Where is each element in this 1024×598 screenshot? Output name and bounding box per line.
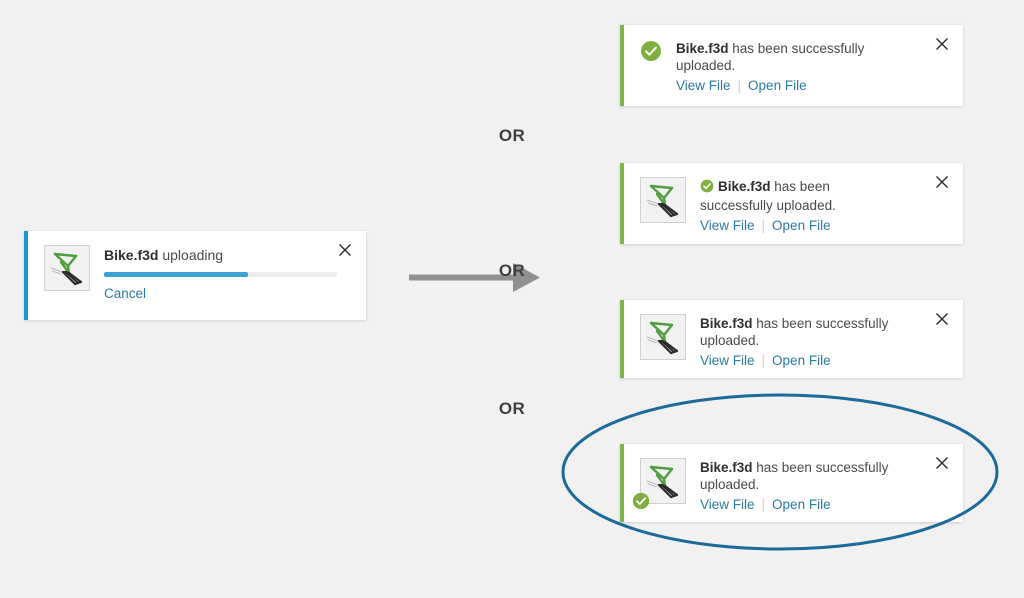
success-content: Bike.f3d has been successfully uploaded.…: [700, 314, 949, 369]
success-links: View File | Open File: [700, 217, 949, 234]
check-circle-icon: [700, 179, 714, 197]
open-file-link[interactable]: Open File: [772, 218, 831, 233]
link-separator: |: [737, 78, 742, 93]
close-icon[interactable]: [933, 173, 951, 191]
toast-accent-bar: [620, 25, 624, 106]
link-separator: |: [761, 353, 766, 368]
success-toast-big-check: Bike.f3d has been successfully uploaded.…: [620, 25, 963, 106]
close-icon[interactable]: [933, 454, 951, 472]
success-toast-body: Bike.f3d has been successfully uploaded.…: [624, 163, 963, 244]
bike-thumbnail-icon: [640, 314, 686, 360]
view-file-link[interactable]: View File: [676, 78, 731, 93]
uploading-content: Bike.f3d uploading Cancel: [104, 245, 352, 302]
cancel-upload-link[interactable]: Cancel: [104, 286, 147, 301]
or-separator-1: OR: [0, 126, 1024, 146]
or-label-text: OR: [498, 399, 526, 418]
toast-accent-bar: [620, 300, 624, 378]
or-separator-3: OR: [0, 399, 1024, 419]
or-separator-2: OR: [0, 261, 1024, 281]
open-file-link[interactable]: Open File: [748, 78, 807, 93]
success-message-text: has been successfully uploaded.: [700, 179, 836, 213]
view-file-link[interactable]: View File: [700, 218, 755, 233]
success-message: Bike.f3d has been successfully uploaded.: [700, 178, 905, 214]
or-label-text: OR: [498, 261, 526, 280]
uploading-file-name: Bike.f3d: [104, 247, 159, 263]
uploading-toast: Bike.f3d uploading Cancel: [24, 231, 366, 320]
success-toast-body: Bike.f3d has been successfully uploaded.…: [624, 25, 963, 106]
success-thumbnail-wrap: [632, 458, 686, 510]
success-toast-inline-check: Bike.f3d has been successfully uploaded.…: [620, 163, 963, 244]
close-icon[interactable]: [933, 35, 951, 53]
success-content: Bike.f3d has been successfully uploaded.…: [700, 177, 949, 234]
bike-thumbnail-icon: [44, 245, 90, 291]
success-content: Bike.f3d has been successfully uploaded.…: [676, 39, 949, 94]
success-thumbnail-wrap: [640, 177, 686, 223]
success-file-name: Bike.f3d: [700, 460, 753, 475]
success-links: View File | Open File: [700, 352, 949, 369]
or-label-text: OR: [498, 126, 526, 145]
success-message: Bike.f3d has been successfully uploaded.: [700, 459, 905, 493]
open-file-link[interactable]: Open File: [772, 497, 831, 512]
toast-accent-bar: [620, 163, 624, 244]
link-separator: |: [761, 497, 766, 512]
upload-progress-bar: [104, 272, 337, 277]
close-icon[interactable]: [933, 310, 951, 328]
success-message: Bike.f3d has been successfully uploaded.: [676, 40, 881, 74]
bike-thumbnail-icon: [640, 177, 686, 223]
success-content: Bike.f3d has been successfully uploaded.…: [700, 458, 949, 513]
success-file-name: Bike.f3d: [718, 179, 771, 194]
close-icon[interactable]: [336, 241, 354, 259]
open-file-link[interactable]: Open File: [772, 353, 831, 368]
toast-accent-bar: [24, 231, 28, 320]
arrow-right-icon: [405, 258, 545, 303]
success-message-text: has been successfully uploaded.: [676, 41, 865, 73]
uploading-thumbnail-wrap: [44, 245, 90, 291]
view-file-link[interactable]: View File: [700, 353, 755, 368]
success-toast-badge-check: Bike.f3d has been successfully uploaded.…: [620, 444, 963, 522]
success-thumbnail-wrap: [640, 314, 686, 360]
success-links: View File | Open File: [700, 496, 949, 513]
uploading-title: Bike.f3d uploading: [104, 246, 352, 264]
uploading-toast-body: Bike.f3d uploading Cancel: [28, 231, 366, 320]
cancel-row: Cancel: [104, 286, 352, 302]
success-toast-body: Bike.f3d has been successfully uploaded.…: [624, 444, 963, 522]
success-file-name: Bike.f3d: [700, 316, 753, 331]
success-message: Bike.f3d has been successfully uploaded.: [700, 315, 905, 349]
success-toast-no-check: Bike.f3d has been successfully uploaded.…: [620, 300, 963, 378]
success-toast-body: Bike.f3d has been successfully uploaded.…: [624, 300, 963, 378]
success-file-name: Bike.f3d: [676, 41, 729, 56]
success-links: View File | Open File: [676, 77, 949, 94]
view-file-link[interactable]: View File: [700, 497, 755, 512]
upload-progress-fill: [104, 272, 249, 277]
uploading-status-text: uploading: [158, 247, 224, 263]
link-separator: |: [761, 218, 766, 233]
check-circle-badge-icon: [632, 492, 650, 510]
success-message-text: has been successfully uploaded.: [700, 316, 889, 348]
check-circle-icon: [640, 40, 662, 67]
